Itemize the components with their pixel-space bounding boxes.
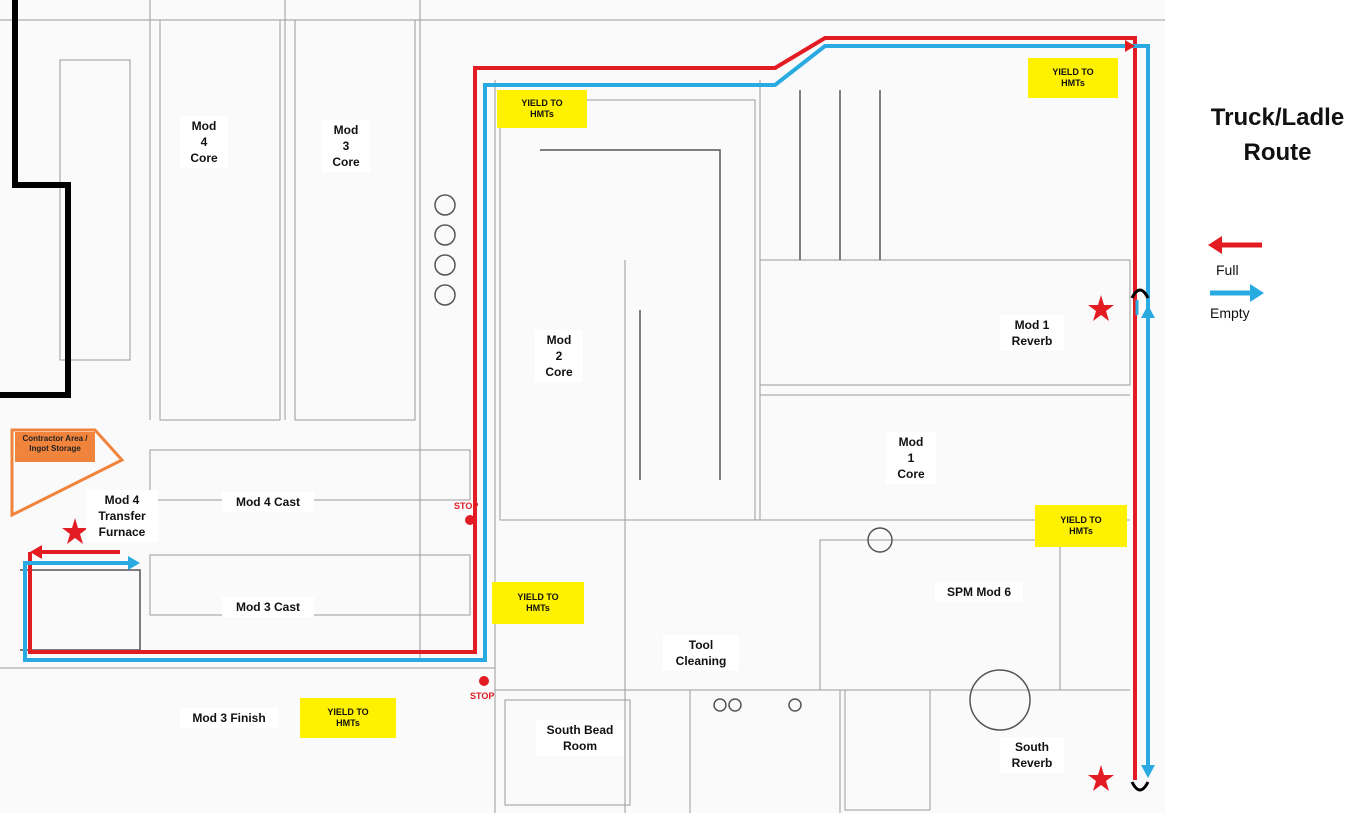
stop-sign-upper: STOP bbox=[454, 501, 479, 511]
full-arrowhead-left bbox=[30, 545, 42, 559]
yield-sign: YIELD TO HMTs bbox=[492, 582, 584, 624]
legend-full-arrow bbox=[1208, 236, 1262, 254]
area-label-mod3-finish: Mod 3 Finish bbox=[180, 708, 278, 728]
empty-arrowhead-up bbox=[1141, 305, 1155, 318]
contractor-area-label: Contractor Area / Ingot Storage bbox=[15, 432, 95, 462]
u-turn-top bbox=[1130, 288, 1150, 299]
empty-arrowhead-down bbox=[1141, 765, 1155, 778]
star-south-reverb bbox=[1088, 765, 1114, 791]
area-label-mod4-transfer-furnace: Mod 4 Transfer Furnace bbox=[86, 490, 158, 542]
contractor-area-outline bbox=[10, 428, 125, 518]
equipment-detail bbox=[20, 90, 1031, 731]
area-label-mod1-reverb: Mod 1 Reverb bbox=[1000, 315, 1064, 351]
map-title: Truck/Ladle Route bbox=[1210, 104, 1345, 166]
yield-sign: YIELD TO HMTs bbox=[1028, 58, 1118, 98]
legend-full-label: Full bbox=[1216, 262, 1239, 278]
area-label-mod3-core: Mod 3 Core bbox=[322, 120, 370, 172]
yield-sign: YIELD TO HMTs bbox=[300, 698, 396, 738]
stop-sign-marker-lower bbox=[479, 676, 489, 686]
star-mod4-transfer bbox=[62, 518, 88, 544]
area-label-mod3-cast: Mod 3 Cast bbox=[222, 597, 314, 617]
full-arrowhead-right bbox=[1125, 40, 1135, 52]
area-label-tool-cleaning: Tool Cleaning bbox=[663, 635, 739, 671]
area-label-mod4-core: Mod 4 Core bbox=[180, 116, 228, 168]
site-boundary bbox=[0, 0, 71, 398]
star-mod1-reverb bbox=[1088, 295, 1114, 321]
area-label-south-bead-room: South Bead Room bbox=[536, 720, 624, 756]
legend-empty-arrow bbox=[1210, 284, 1264, 302]
stop-sign-marker-upper bbox=[465, 515, 475, 525]
u-turn-bottom bbox=[1130, 781, 1150, 792]
yield-sign: YIELD TO HMTs bbox=[1035, 505, 1127, 547]
area-label-mod2-core: Mod 2 Core bbox=[535, 330, 583, 382]
area-label-south-reverb: South Reverb bbox=[1000, 737, 1064, 773]
area-label-mod1-core: Mod 1 Core bbox=[886, 432, 936, 484]
legend-empty-label: Empty bbox=[1210, 305, 1250, 321]
area-label-mod4-cast: Mod 4 Cast bbox=[222, 492, 314, 512]
empty-route bbox=[23, 44, 1150, 770]
yield-sign: YIELD TO HMTs bbox=[497, 90, 587, 128]
empty-arrowhead-right bbox=[128, 556, 140, 570]
area-label-spm-mod6: SPM Mod 6 bbox=[935, 582, 1023, 602]
building-grid bbox=[0, 0, 1165, 813]
stop-sign-lower: STOP bbox=[470, 691, 495, 701]
full-route bbox=[28, 36, 1137, 780]
